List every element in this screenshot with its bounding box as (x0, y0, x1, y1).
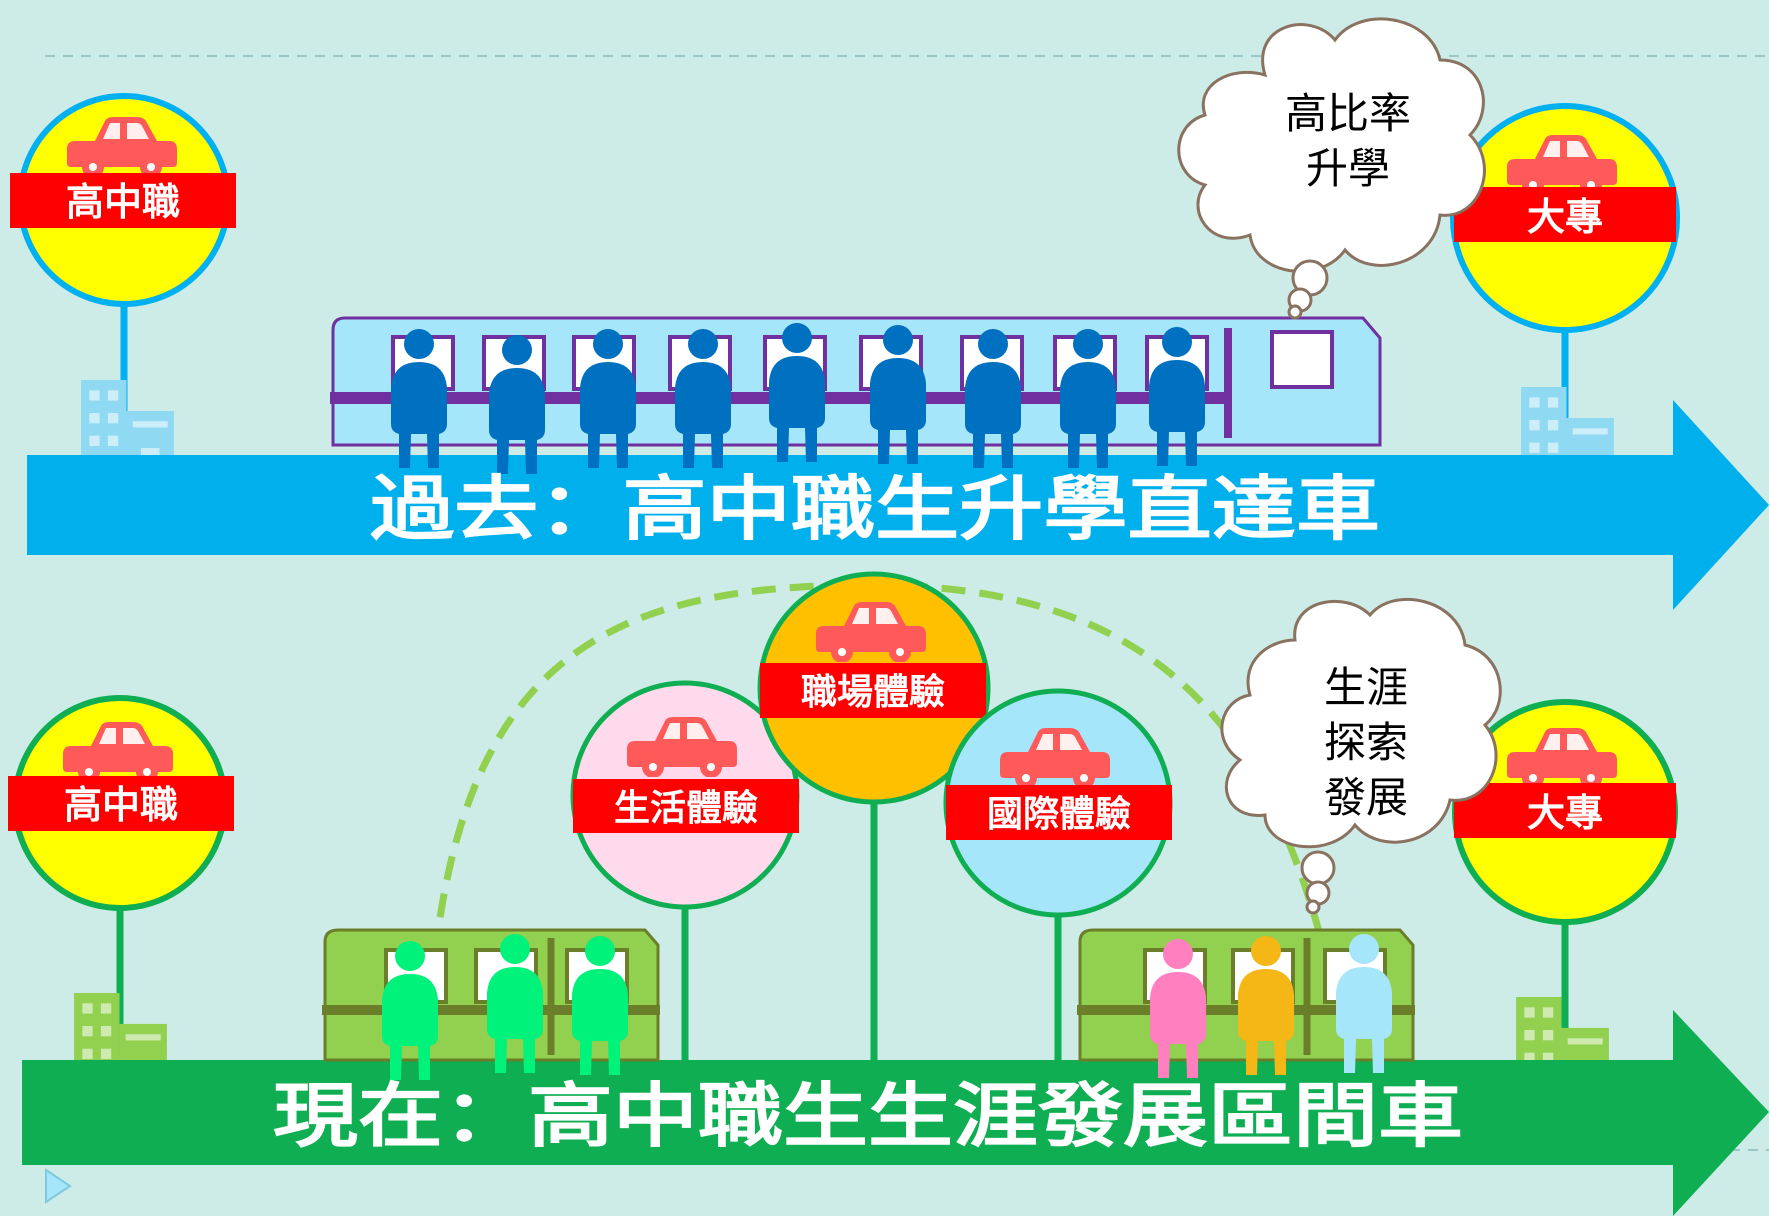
cloud (1220, 598, 1502, 849)
top-start-stop: 高中職 (10, 93, 236, 478)
cloud-tail (1287, 304, 1303, 320)
stop-label: 職場體驗 (801, 671, 945, 713)
thought-line-1: 生涯 (1324, 663, 1408, 712)
thought-line-3: 發展 (1324, 773, 1408, 822)
stop-international-experience: 國際體驗 (943, 688, 1173, 1070)
passengers (382, 934, 628, 1080)
stop-label: 大專 (1527, 791, 1603, 835)
stop-banner (1454, 187, 1676, 242)
top-end-stop: 大專 (1450, 103, 1680, 485)
express-train (330, 316, 1382, 474)
stop-banner (10, 173, 236, 228)
stop-banner (760, 663, 986, 718)
bottom-start-stop: 高中職 (8, 695, 234, 1091)
thought-bubble-top (1177, 17, 1486, 320)
thought-line-2: 探索 (1324, 718, 1408, 767)
passengers (391, 323, 1205, 474)
stop-label: 國際體驗 (987, 793, 1131, 835)
cloud (1177, 17, 1486, 273)
local-train-right (1077, 928, 1415, 1078)
stop-life-experience: 生活體驗 (570, 680, 800, 1070)
stop-banner (8, 776, 234, 831)
stop-workplace-experience: 職場體驗 (757, 571, 991, 1070)
stop-label: 高中職 (66, 180, 180, 224)
thought-bubble-bottom (1220, 598, 1502, 915)
express-arrow (27, 400, 1769, 610)
stop-banner (1454, 783, 1676, 838)
play-triangle-icon (45, 1168, 72, 1204)
thought-line-1: 高比率 (1285, 89, 1411, 138)
top-caption: 過去：高中職生升學直達車 (370, 468, 1380, 550)
bottom-caption: 現在：高中職生生涯發展區間車 (273, 1075, 1463, 1157)
cloud-tail (1300, 850, 1336, 886)
bottom-end-stop: 大專 (1452, 699, 1678, 1095)
cloud-tail (1305, 899, 1321, 915)
stop-banner (573, 779, 799, 833)
local-train-left (322, 928, 660, 1080)
stop-label: 生活體驗 (614, 787, 758, 829)
stop-label: 高中職 (64, 783, 178, 827)
thought-line-2: 升學 (1306, 144, 1390, 193)
stop-label: 大專 (1527, 195, 1603, 239)
stop-banner (946, 785, 1172, 840)
